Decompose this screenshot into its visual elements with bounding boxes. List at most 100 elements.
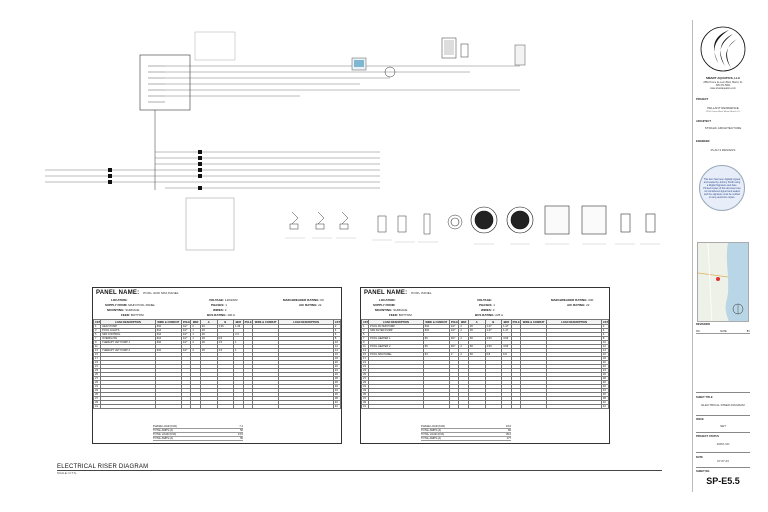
panel-name-value: POOL AND SPA PANEL — [143, 291, 179, 295]
table-cell — [546, 404, 602, 409]
project-status-value: 100% CD — [716, 442, 730, 446]
total-row: PHASE LOAD (KVA)7.1 — [153, 425, 243, 429]
issue-value: SET — [720, 424, 726, 428]
wave-logo-icon — [700, 26, 746, 72]
company-logo — [699, 24, 747, 74]
mounting-value: SURFACE — [125, 308, 140, 312]
divider — [696, 415, 750, 416]
date-value: 07.07.23 — [717, 459, 729, 463]
sheet-no-label: SHEET NO. — [696, 470, 710, 473]
total-label: TOTAL AMPS (A) — [153, 437, 174, 440]
main-panel-box — [139, 54, 191, 111]
total-row: TOTAL AMPS (A)82 — [421, 429, 511, 433]
divider — [696, 452, 750, 453]
total-value: 56 — [240, 429, 243, 432]
phone-line: 305.371.5821 — [715, 84, 731, 87]
bus-rating-label: BUS RATING: — [475, 313, 495, 317]
digital-seal-stamp: This item has been digitally signed and … — [699, 165, 745, 211]
date-label: DATE — [696, 456, 703, 459]
supply-value: MAIN POOL PANEL — [128, 303, 156, 307]
panel-schedule-left: PANEL NAME: POOL AND SPA PANEL LOCATION:… — [92, 287, 342, 444]
aic-rating-value: 22 — [586, 303, 590, 307]
phases-value: 1 — [493, 303, 495, 307]
table-cell: 42 — [600, 404, 610, 409]
total-row: TOTAL LOAD (KVA) 39.2 — [421, 433, 511, 437]
table-cell: 41 — [360, 404, 370, 409]
company-address: 2860 Ponce de Leon Blvd, Miami, FL 305.3… — [695, 81, 751, 90]
total-value: 39.2 — [505, 433, 511, 436]
heater-cabinets — [544, 205, 607, 235]
revisions-table: NO. DATE BY — [696, 330, 750, 334]
title-block: SMART AQUATICS, LLC 2860 Ponce de Leon B… — [692, 20, 752, 492]
table-cell — [467, 404, 486, 409]
panel-schedule-right: PANEL NAME: POOL PANEL LOCATION: SUPPLY … — [360, 287, 610, 444]
table-cell: 42 — [332, 404, 342, 409]
total-label: TOTAL LOAD (KVA) — [421, 433, 445, 436]
total-label: PHASE LOAD (KVA) — [421, 425, 446, 428]
total-row: TOTAL AMPS (A)56 — [153, 429, 243, 433]
branch-lines-mid — [45, 151, 380, 189]
project-address: 1254 Ocean Blvd, Miami Beach, FL — [705, 111, 741, 113]
supply-label: SUPPLY FROM: — [105, 303, 128, 307]
revisions-label: REVISIONS — [696, 323, 711, 326]
phone-device — [460, 43, 469, 58]
total-row: TOTAL AMPS (A)177 — [421, 437, 511, 441]
divider — [696, 467, 750, 468]
website-line: www.smartaquatics.com — [710, 87, 736, 90]
table-cell — [501, 404, 512, 409]
panel-name-label: PANEL NAME: — [364, 290, 408, 296]
issue-label: ISSUE — [696, 418, 704, 421]
sheet-number: SP-E5.5 — [706, 476, 740, 486]
supply-label: SUPPLY FROM: — [373, 303, 396, 307]
table-cell — [100, 404, 156, 409]
aic-rating-label: AIC RATING: — [299, 303, 318, 307]
phases-value: 1 — [225, 303, 227, 307]
wires-label: WIRES: — [481, 308, 492, 312]
panel-name-value: POOL PANEL — [411, 291, 432, 295]
mounting-value: SURFACE — [393, 308, 408, 312]
divider — [696, 392, 750, 393]
total-value: 177 — [506, 437, 511, 440]
drawing-scale: SCALE: N.T.S. — [57, 471, 77, 475]
wires-label: WIRES: — [213, 308, 224, 312]
phases-label: PHASES: — [211, 303, 225, 307]
panel-name-label: PANEL NAME: — [96, 290, 140, 296]
table-cell — [242, 404, 254, 409]
equipment-row — [289, 211, 463, 235]
feed-value: BOTTOM — [398, 313, 412, 317]
main-panel-breakers — [148, 65, 165, 103]
table-cell — [216, 404, 235, 409]
mounting-label: MOUNTING: — [375, 308, 393, 312]
phases-label: PHASES: — [479, 303, 493, 307]
location-label: LOCATION: — [111, 298, 128, 302]
mounting-label: MOUNTING: — [107, 308, 125, 312]
drawing-area: PANEL NAME: POOL AND SPA PANEL LOCATION:… — [45, 31, 662, 475]
rev-col-no: NO. — [696, 330, 701, 333]
table-cell: 41 — [92, 404, 102, 409]
engineer-value: PLAN 3 DESIGNS — [710, 148, 736, 152]
sheet-title-label: SHEET TITLE — [696, 396, 713, 399]
fan-units — [470, 206, 534, 234]
total-row: TOTAL AMPS (A)56 — [153, 437, 243, 441]
divider — [696, 432, 750, 433]
table-row: 41 42 — [360, 404, 610, 409]
table-cell — [154, 404, 182, 409]
location-label: LOCATION: — [379, 298, 396, 302]
total-label: TOTAL LOAD (KVA) — [153, 433, 177, 436]
table-row: 41 42 — [92, 404, 342, 409]
location-map — [697, 242, 749, 322]
title-underline — [57, 470, 662, 471]
bus-rating-label: BUS RATING: — [207, 313, 227, 317]
table-cell — [252, 404, 280, 409]
feed-label: FEED: — [389, 313, 398, 317]
voltage-label: VOLTAGE: — [209, 298, 225, 302]
total-label: PHASE LOAD (KVA) — [153, 425, 178, 428]
total-label: TOTAL AMPS (A) — [421, 429, 442, 432]
total-row: TOTAL LOAD (KVA)13.5 — [153, 433, 243, 437]
address-line: 2860 Ponce de Leon Blvd, Miami, FL — [703, 81, 743, 84]
